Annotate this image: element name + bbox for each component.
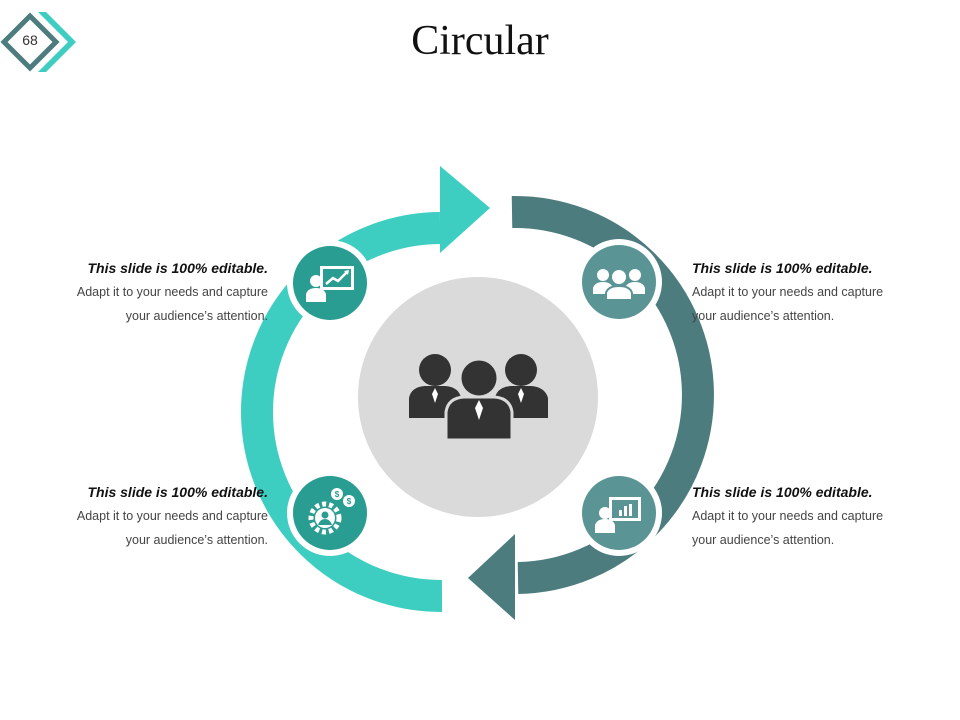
- block-body-line2: your audience’s attention.: [692, 309, 835, 323]
- block-body-line1: Adapt it to your needs and capture: [76, 509, 268, 523]
- block-body-line1: Adapt it to your needs and capture: [76, 285, 268, 299]
- svg-text:$: $: [347, 497, 352, 506]
- block-heading: This slide is 100% editable.: [692, 260, 873, 276]
- svg-text:$: $: [335, 490, 340, 499]
- block-heading: This slide is 100% editable.: [87, 484, 268, 500]
- presentation-growth-icon: [287, 240, 373, 326]
- right-arc-segment: [511, 195, 714, 594]
- bottom-arrowhead-icon: [468, 534, 515, 620]
- block-body-line1: Adapt it to your needs and capture: [692, 509, 884, 523]
- top-arrowhead-icon: [440, 166, 490, 253]
- money-gear-person-icon: $ $: [287, 470, 373, 556]
- business-people-icon: [409, 354, 548, 442]
- block-body-line2: your audience’s attention.: [125, 309, 268, 323]
- block-body-line2: your audience’s attention.: [125, 533, 268, 547]
- block-body-line2: your audience’s attention.: [692, 533, 835, 547]
- team-icon: [576, 239, 662, 325]
- text-block-top-right: This slide is 100% editable. Adapt it to…: [692, 258, 932, 328]
- block-heading: This slide is 100% editable.: [87, 260, 268, 276]
- text-block-top-left: This slide is 100% editable. Adapt it to…: [28, 258, 268, 328]
- page-number: 68: [22, 32, 38, 48]
- text-block-bottom-left: This slide is 100% editable. Adapt it to…: [28, 482, 268, 552]
- block-heading: This slide is 100% editable.: [692, 484, 873, 500]
- block-body-line1: Adapt it to your needs and capture: [692, 285, 884, 299]
- presentation-bar-chart-icon: [576, 470, 662, 556]
- page-badge-diamond-icon: [0, 12, 76, 72]
- slide-title: Circular: [411, 18, 549, 64]
- text-block-bottom-right: This slide is 100% editable. Adapt it to…: [692, 482, 932, 552]
